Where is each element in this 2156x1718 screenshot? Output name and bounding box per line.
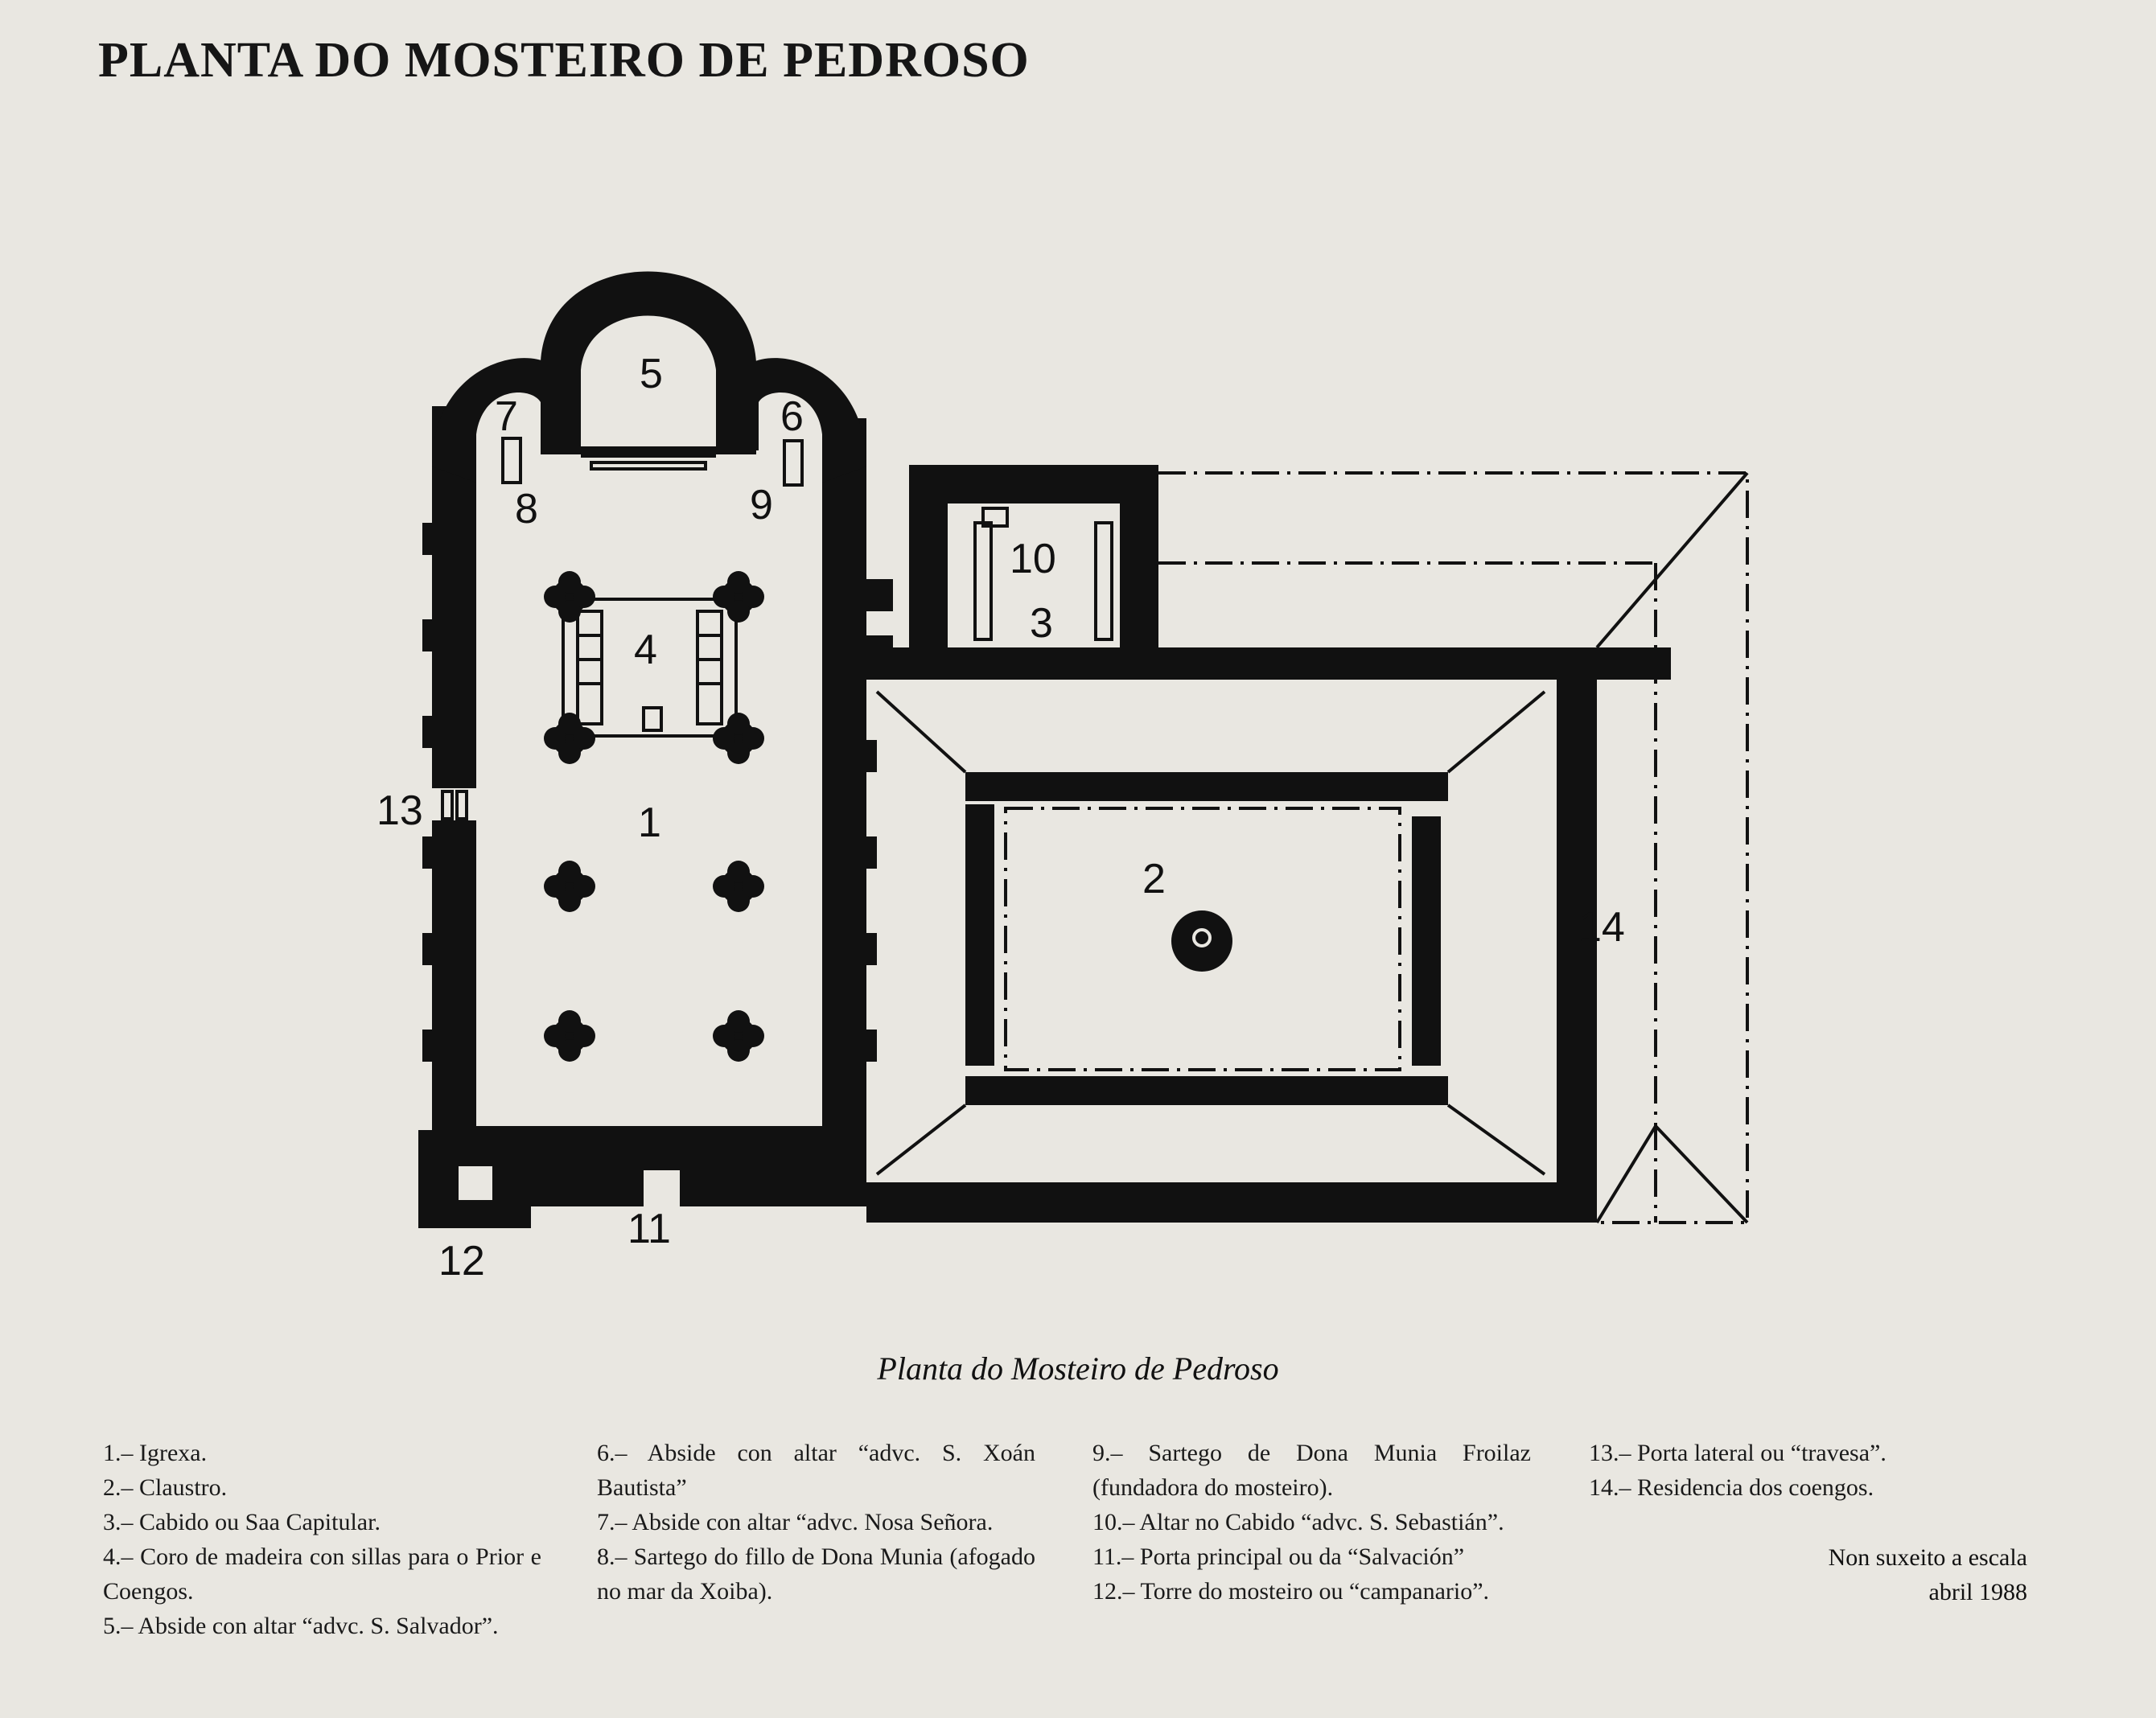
legend-column-3: 9.– Sartego de Dona Munia Froilaz (funda… bbox=[1092, 1436, 1531, 1609]
legend-item: 4.– Coro de madeira con sillas para o Pr… bbox=[103, 1543, 541, 1605]
label-6: 6 bbox=[780, 393, 804, 440]
label-12: 12 bbox=[438, 1238, 485, 1284]
label-9: 9 bbox=[750, 482, 773, 528]
legend-item: 5.– Abside con altar “advc. S. Salvador”… bbox=[103, 1613, 499, 1639]
residence-outline bbox=[1158, 471, 1749, 1224]
label-14: 14 bbox=[1578, 904, 1625, 951]
label-10: 10 bbox=[1010, 536, 1056, 582]
cloister bbox=[866, 647, 1671, 1223]
sarcophagus-9 bbox=[783, 439, 804, 487]
legend-column-2: 6.– Abside con altar “advc. S. Xoán Baut… bbox=[597, 1436, 1035, 1609]
legend-item: 12.– Torre do mosteiro ou “campanario”. bbox=[1092, 1578, 1490, 1605]
legend-item: 1.– Igrexa. bbox=[103, 1440, 208, 1466]
legend-item: 11.– Porta principal ou da “Salvación” bbox=[1092, 1543, 1465, 1570]
legend-item: 7.– Abside con altar “advc. Nosa Señora. bbox=[597, 1509, 994, 1535]
plan-caption: Planta do Mosteiro de Pedroso bbox=[877, 1350, 1279, 1387]
label-11: 11 bbox=[627, 1206, 671, 1252]
page-title: PLANTA DO MOSTEIRO DE PEDROSO bbox=[98, 33, 1030, 88]
label-2: 2 bbox=[1142, 856, 1166, 902]
legend-item: 9.– Sartego de Dona Munia Froilaz (funda… bbox=[1092, 1440, 1531, 1501]
legend-item: 2.– Claustro. bbox=[103, 1474, 228, 1501]
label-5: 5 bbox=[640, 351, 663, 397]
legend-column-4: 13.– Porta lateral ou “travesa”. 14.– Re… bbox=[1589, 1436, 2039, 1505]
label-3: 3 bbox=[1030, 600, 1053, 647]
legend-item: 8.– Sartego do fillo de Dona Munia (afog… bbox=[597, 1543, 1035, 1605]
church-walls bbox=[418, 271, 893, 1228]
label-1: 1 bbox=[638, 799, 661, 846]
sarcophagus-8 bbox=[501, 437, 522, 484]
legend-item: 14.– Residencia dos coengos. bbox=[1589, 1474, 1874, 1501]
legend-item: 13.– Porta lateral ou “travesa”. bbox=[1589, 1440, 1886, 1466]
label-8: 8 bbox=[515, 486, 538, 532]
label-4: 4 bbox=[634, 627, 657, 673]
label-13: 13 bbox=[376, 787, 423, 834]
legend-item: 10.– Altar no Cabido “advc. S. Sebastián… bbox=[1092, 1509, 1504, 1535]
choir-stalls bbox=[562, 598, 738, 738]
legend-column-1: 1.– Igrexa. 2.– Claustro. 3.– Cabido ou … bbox=[103, 1436, 541, 1643]
legend-item: 3.– Cabido ou Saa Capitular. bbox=[103, 1509, 381, 1535]
scale-note: Non suxeito a escala bbox=[1828, 1544, 2027, 1571]
legend-item: 6.– Abside con altar “advc. S. Xoán Baut… bbox=[597, 1440, 1035, 1501]
date-note: abril 1988 bbox=[1928, 1579, 2027, 1605]
label-7: 7 bbox=[495, 393, 518, 440]
church-piers bbox=[544, 571, 764, 1062]
